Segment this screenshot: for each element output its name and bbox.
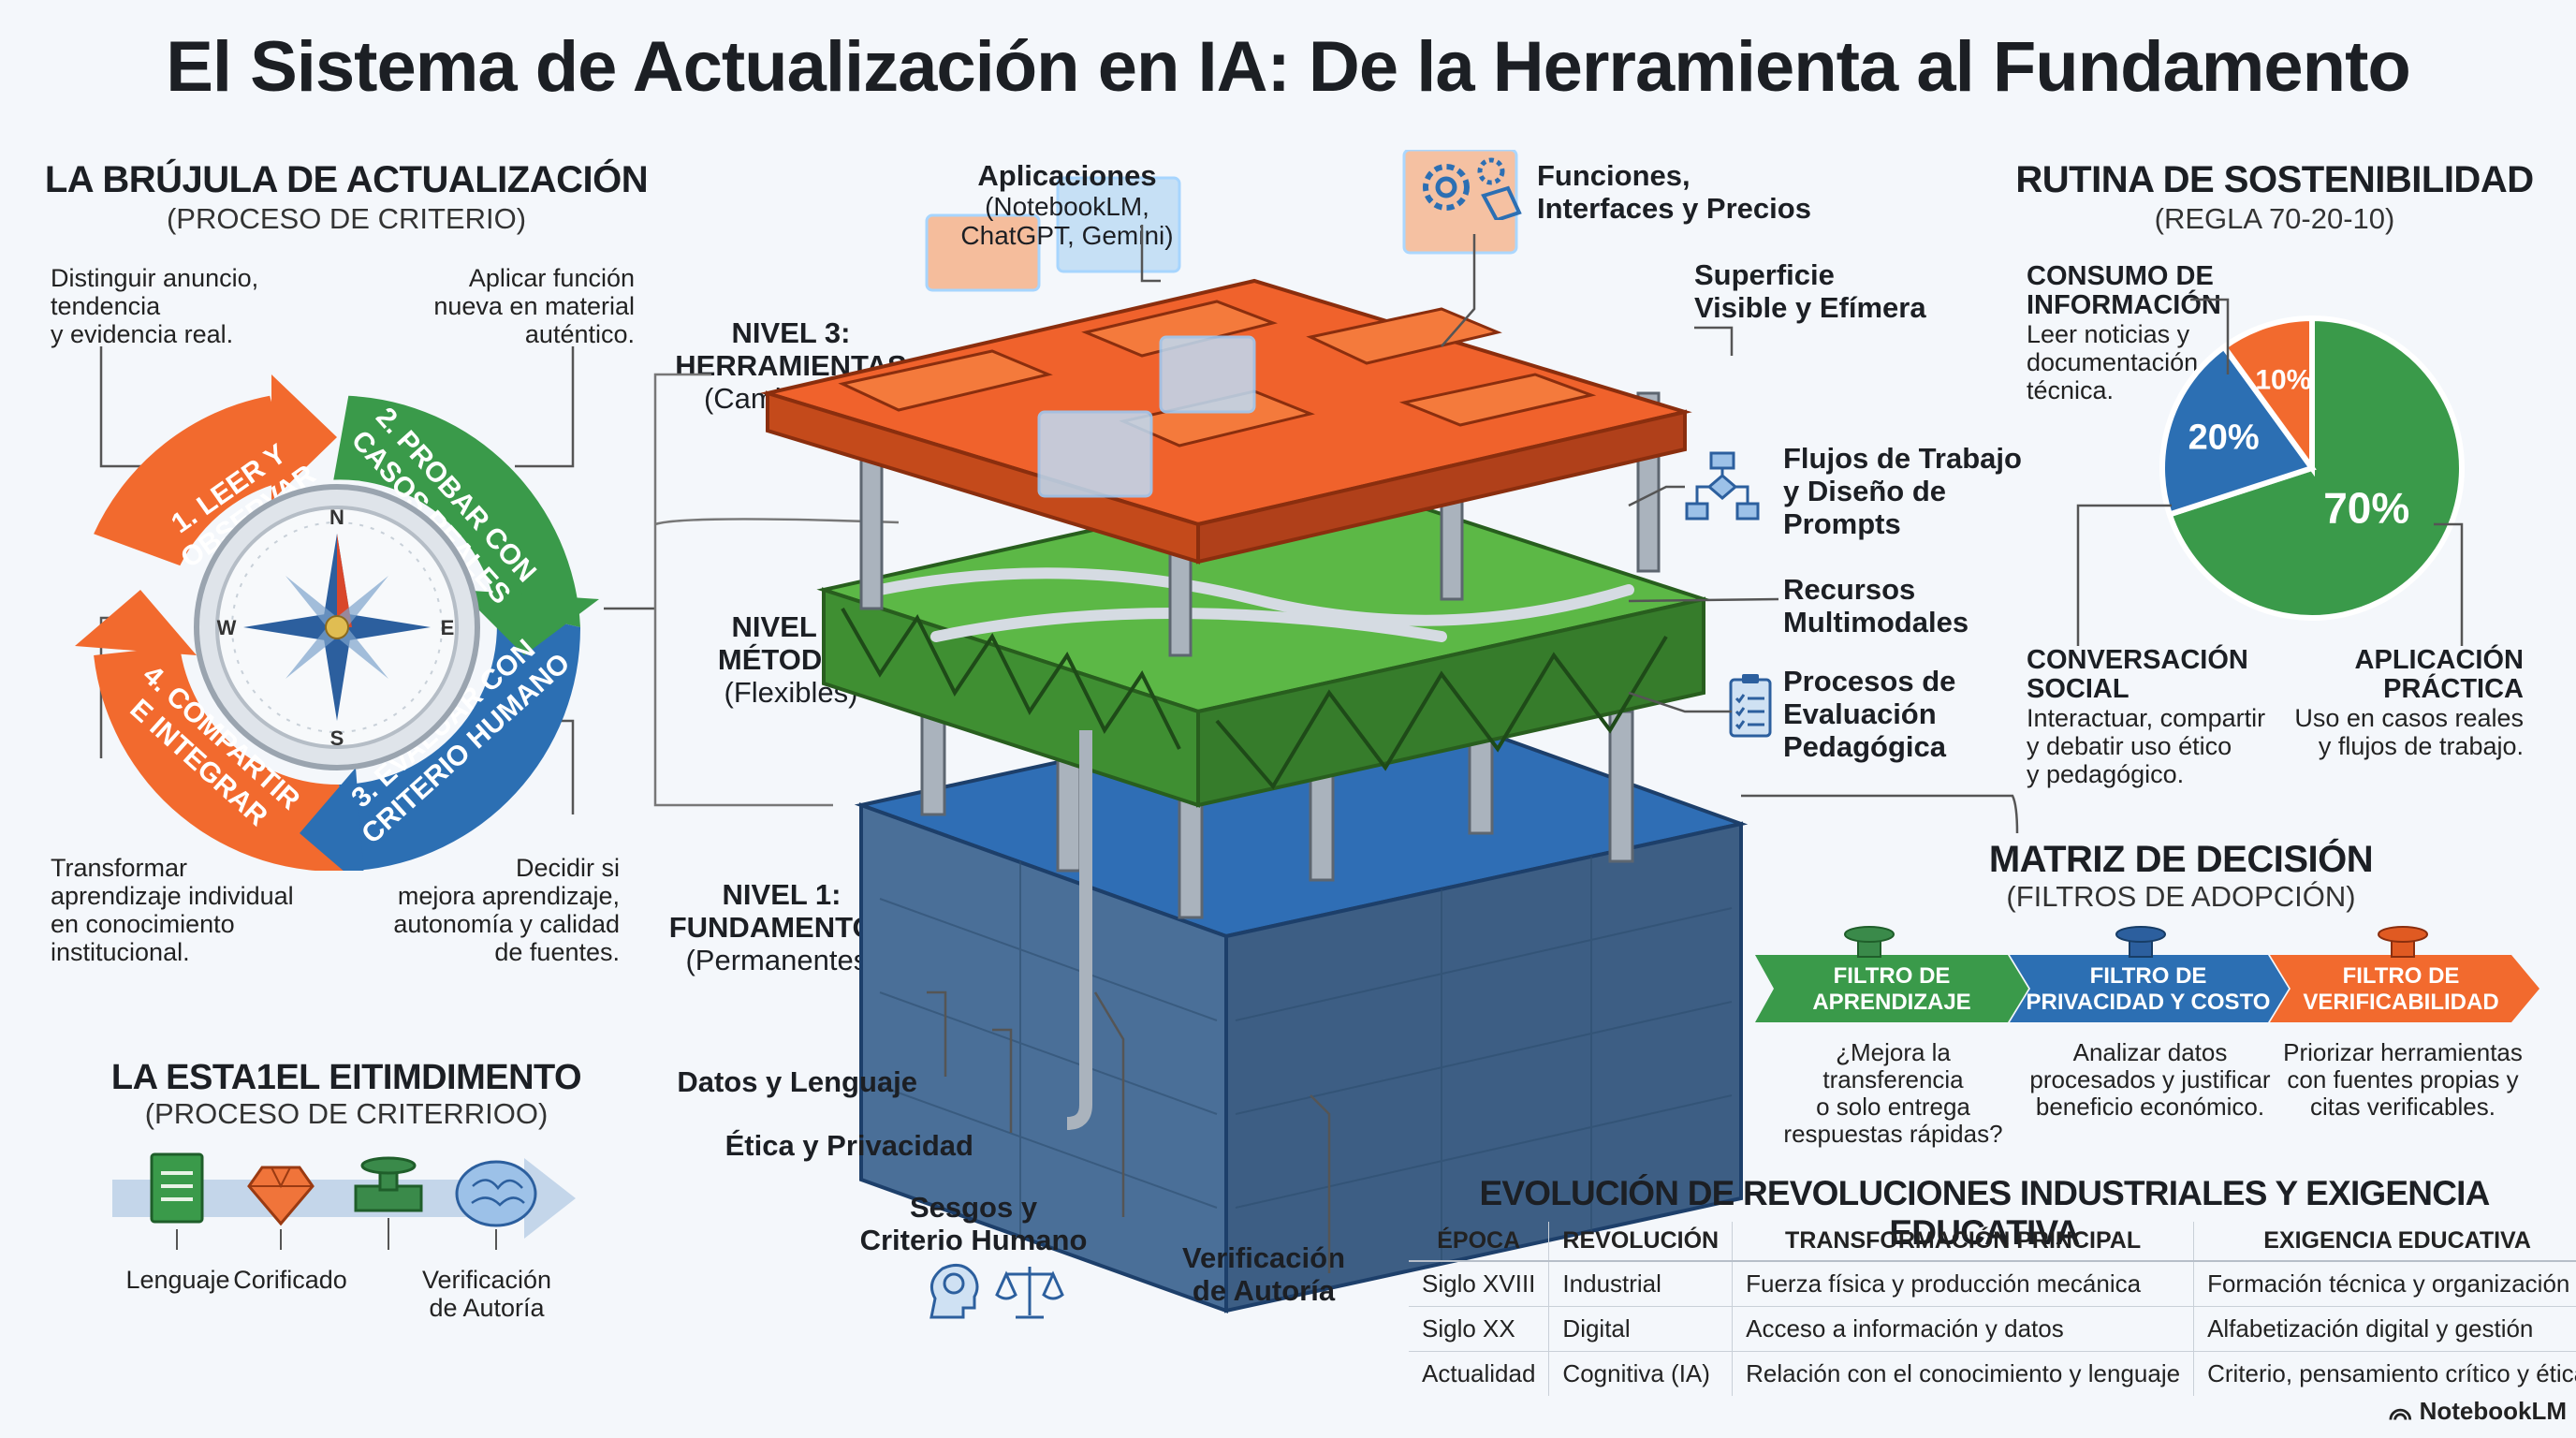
compass-icon: N S E W <box>194 484 480 770</box>
level-1-block <box>854 690 1749 1313</box>
compass-title: LA BRÚJULA DE ACTUALIZACIÓN <box>44 159 649 200</box>
page-title: El Sistema de Actualización en IA: De la… <box>166 27 2411 107</box>
compass-segment-test <box>333 395 580 627</box>
matrix-subtitle: (FILTROS DE ADOPCIÓN) <box>2006 880 2356 913</box>
evolution-table-wrap: ÉPOCA REVOLUCIÓN TRANSFORMACIÓN PRINCIPA… <box>1409 1222 2576 1396</box>
scales-icon <box>995 1267 1064 1319</box>
brand-label: NotebookLM <box>2419 1397 2567 1425</box>
head-brain-icon <box>929 1263 979 1319</box>
compass-subtitle: (PROCESO DE CRITERIO) <box>166 202 527 235</box>
compass-dir-n: N <box>329 506 344 529</box>
floating-screen-icons <box>925 150 1518 498</box>
chain-label-corificado: Corificado <box>233 1266 347 1294</box>
callout-funcs: Funciones,Interfaces y Precios <box>1537 159 1811 225</box>
chain-label-lenguaje: Lenguaje <box>125 1266 230 1294</box>
compass-dir-e: E <box>441 616 455 639</box>
compass-segment-read <box>94 395 293 566</box>
routine-aplicacion: APLICACIÓN PRÁCTICA Uso en casos reales … <box>2294 645 2524 761</box>
evolution-table: ÉPOCA REVOLUCIÓN TRANSFORMACIÓN PRINCIPA… <box>1409 1222 2576 1396</box>
compass-segment-share <box>94 646 356 871</box>
workflow-icon <box>1685 451 1760 521</box>
compass-dir-w: W <box>217 616 237 639</box>
gears-icon <box>1423 157 1522 220</box>
callout-etica: Ética y Privacidad <box>724 1129 973 1162</box>
matrix-title: MATRIZ DE DECISIÓN <box>1988 839 2374 880</box>
document-icon <box>150 1152 204 1224</box>
compass-dir-s: S <box>330 726 344 750</box>
chain-subtitle: (PROCESO DE CRITERRIOO) <box>144 1097 549 1130</box>
callout-leader-lines <box>927 225 2019 1273</box>
level-3-block <box>760 150 1692 565</box>
checklist-icon <box>1729 674 1772 738</box>
chain-title: LA ESTA1EL EITIMDIMENTO <box>110 1058 582 1097</box>
pie-label-1: 70% <box>2323 483 2409 532</box>
brain-icon <box>455 1160 537 1227</box>
pie-slice-1 <box>2166 315 2465 621</box>
pie-slices: 70% 20% 10% <box>2159 315 2465 621</box>
routine-subtitle: (REGLA 70-20-10) <box>2154 202 2395 235</box>
pie-label-2: 20% <box>2188 418 2260 457</box>
routine-title: RUTINA DE SOSTENIBILIDAD <box>2015 159 2534 200</box>
layered-building-diagram <box>653 150 1749 1313</box>
brand-watermark: NotebookLM <box>2389 1397 2567 1426</box>
table-row: Siglo XX Digital Acceso a información y … <box>1409 1306 2576 1352</box>
table-row: Siglo XVIII Industrial Fuerza física y p… <box>1409 1260 2576 1307</box>
routine-consumo: CONSUMO DE INFORMACIÓN Leer noticias y d… <box>2027 261 2221 405</box>
callout-datos: Datos y Lenguaje <box>677 1065 917 1098</box>
notebooklm-logo-icon <box>2389 1408 2412 1420</box>
pie-slice-2 <box>2159 343 2317 519</box>
gem-icon <box>247 1166 315 1226</box>
chain-diagram <box>112 1152 576 1250</box>
level-1-label: NIVEL 1:FUNDAMENTOS(Permanentes) <box>668 878 895 976</box>
col-transformacion: TRANSFORMACIÓN PRINCIPAL <box>1732 1222 2194 1262</box>
col-epoca: ÉPOCA <box>1409 1222 1549 1262</box>
level-2-block <box>816 475 1711 808</box>
table-row: Actualidad Cognitiva (IA) Relación con e… <box>1409 1351 2576 1396</box>
valve-icon <box>354 1156 423 1212</box>
compass-segment-evaluate <box>339 609 581 871</box>
callout-apps: Aplicaciones (NotebookLM, ChatGPT, Gemin… <box>960 159 1174 250</box>
pie-label-3: 10% <box>2255 365 2311 396</box>
routine-pie-chart: 70% 20% 10% <box>2076 298 2465 646</box>
compass-diagram: 1. LEER YOBSERVAR 2. PROBAR CONCASOS REA… <box>75 346 655 871</box>
routine-conversacion: CONVERSACIÓN SOCIAL Interactuar, compart… <box>2027 645 2266 789</box>
col-exigencia: EXIGENCIA EDUCATIVA <box>2193 1222 2576 1262</box>
col-revolucion: REVOLUCIÓN <box>1548 1222 1733 1262</box>
bias-icons <box>929 1263 1064 1319</box>
